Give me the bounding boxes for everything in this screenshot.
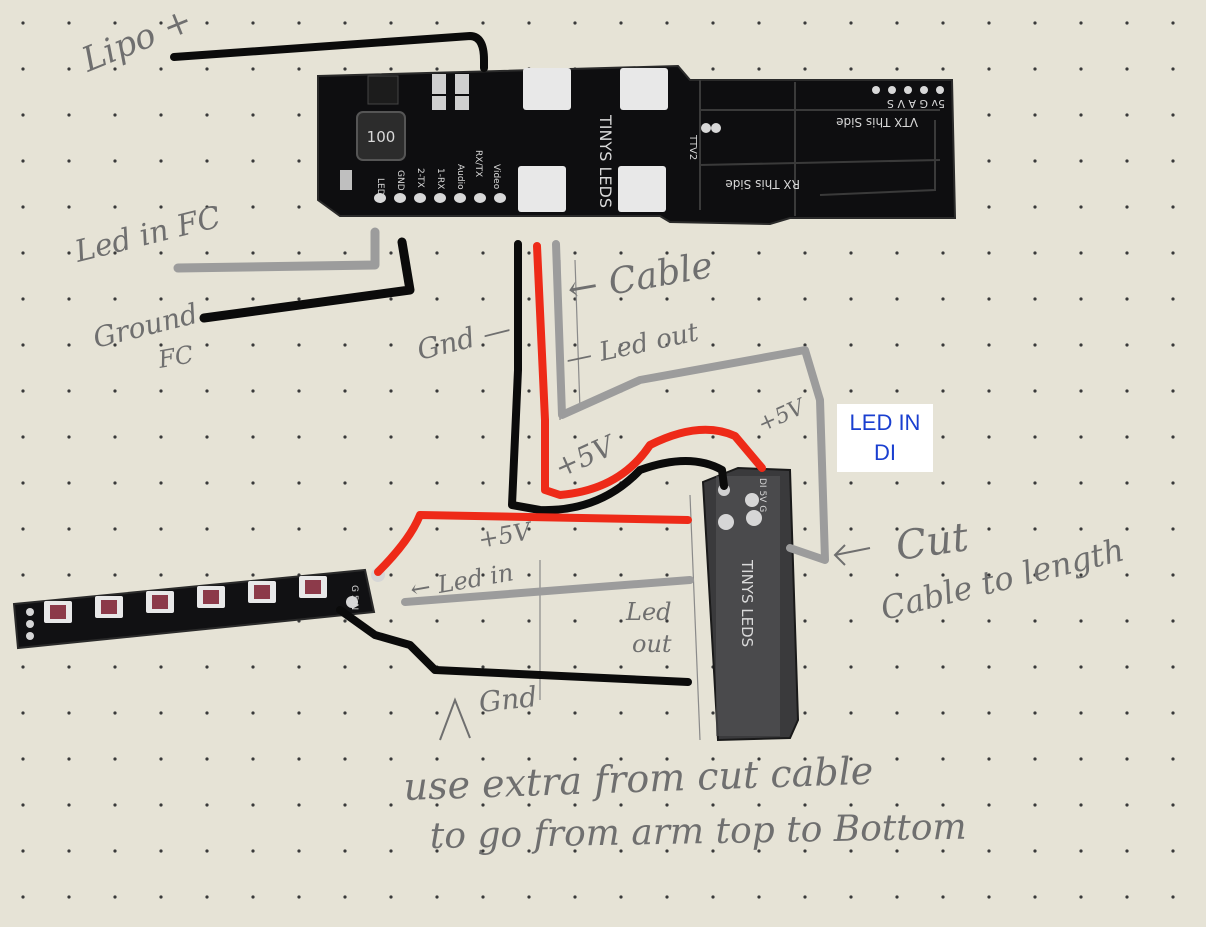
label-cut: Cut (893, 514, 972, 570)
pad-label-tx: 2-TX (415, 168, 425, 188)
wire-bar-gnd (336, 606, 692, 686)
pencil-arrows (439, 544, 871, 741)
led-chip (254, 585, 270, 599)
inductor-label: 100 (367, 128, 396, 146)
led-chip (203, 590, 219, 604)
led-chip (305, 580, 321, 594)
pad-label-gnd: GND (395, 170, 405, 191)
ic-chip (367, 75, 399, 105)
wire-cable-led-out (552, 240, 829, 564)
pad-5v (745, 493, 759, 507)
pad-out (746, 510, 762, 526)
led-bar: G 5 N (12, 568, 385, 650)
wire-cable-5v (533, 242, 766, 499)
smd-2 (455, 74, 469, 94)
vtx-pins-label: 5v G A V S (887, 97, 945, 110)
wire-ground-fc (199, 237, 415, 323)
pad-label-rxtx: RX/TX (473, 150, 483, 177)
connector-bottom-1 (518, 166, 566, 212)
led-bar-pads: G 5 N (349, 585, 359, 610)
pad-label-audio: Audio (455, 164, 465, 190)
smd-4 (455, 96, 469, 110)
label-gnd-bottom: Gnd (477, 680, 538, 719)
led-chip (152, 595, 168, 609)
strip-board-pads: DI 5V G (757, 478, 767, 512)
pad-label-rx: 1-RX (435, 168, 445, 189)
connector-top-2 (620, 68, 668, 110)
strip-board-name: TINYS LEDS (738, 559, 756, 647)
rx-side-label: RX This Side (725, 177, 800, 191)
ttv-label: TTV2 (687, 134, 698, 160)
vtx-side-label: VTX This Side (836, 115, 918, 129)
led-in-di-callout: LED IN DI (837, 404, 933, 472)
strip-board: TINYS LEDS DI 5V G (701, 466, 800, 742)
label-fc: FC (155, 340, 195, 374)
wires (170, 32, 829, 686)
wire-bar-5v (374, 511, 692, 576)
inductor (356, 111, 406, 161)
callout-line-1: LED IN (849, 410, 921, 435)
pad-g (718, 514, 734, 530)
board-name: TINYS LEDS (596, 114, 615, 208)
label-led-out-2: out (632, 630, 672, 658)
callout-line-2: DI (874, 440, 896, 465)
wire-led-in-fc (173, 227, 380, 273)
connector-top-1 (523, 68, 571, 110)
led-chip (101, 600, 117, 614)
wire-lipo-plus (170, 32, 488, 72)
smd-3 (432, 96, 446, 110)
pad-label-video: Video (491, 164, 501, 190)
smd-5 (340, 170, 352, 190)
led-bar-pad-g (346, 596, 358, 608)
label-note-2: to go from arm top to Bottom (429, 807, 967, 857)
label-led-out-1: Led (625, 598, 672, 626)
connector-bottom-2 (618, 166, 666, 212)
smd-1 (432, 74, 446, 94)
wire-bar-led-in (401, 576, 694, 606)
tinys-leds-board: 100 TINYS LEDS TTV2 RX This Side (317, 64, 957, 226)
pad-label-led: LED (375, 178, 385, 196)
led-chip (50, 605, 66, 619)
wire-cable-gnd (508, 240, 728, 515)
